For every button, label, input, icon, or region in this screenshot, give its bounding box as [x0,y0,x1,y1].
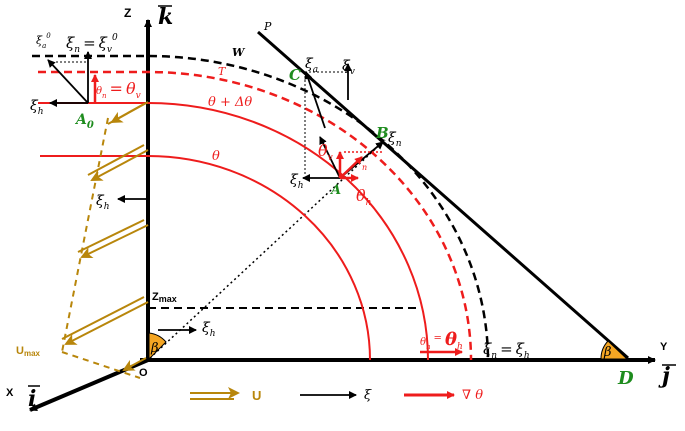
legend-u: U [190,387,261,403]
x-axis-label: X [6,387,14,399]
legend: U ξ ∇ θ [190,387,483,403]
umax-label: Umax [16,345,41,358]
point-c-label: C [289,66,301,84]
xi-h-low-label: ξh [202,320,216,339]
xi-n-eq-xi-h-label: ξn=ξh [483,340,530,361]
point-a-label: A [329,183,341,198]
point-b-label: B [375,124,389,142]
point-a0-label: A0 [74,112,94,131]
beta-origin-label: β [150,341,159,356]
i-vector-label: i [28,386,36,412]
zmax-label: Zmax [152,291,177,304]
legend-u-label: U [252,388,261,403]
legend-xi: ξ [300,388,372,403]
dotted-ob [149,139,386,359]
xi-a-c-label: ξa [305,56,318,75]
theta-n-eq-theta-h-label: θn=θh [420,329,463,352]
xi-v-c-label: ξv [342,58,355,77]
legend-grad-label: ∇ θ [462,388,483,403]
beta-wedge-origin [148,332,167,361]
curve-theta-plus-label: θ + Δθ [208,95,252,110]
point-d-label: D [617,368,634,389]
curve-w [32,54,490,361]
xi-h-a0-label: ξh [30,98,44,117]
vectors-a [302,136,384,182]
origin-label: O [139,367,148,379]
j-vector-label: j [658,363,670,389]
theta-v-a-label: θv [318,141,333,163]
xi-n-b-label: ξn [388,130,402,149]
vectors-a0 [47,51,99,107]
dashed-umax [61,351,141,379]
legend-xi-label: ξ [364,388,372,403]
k-vector-label: k [158,4,173,30]
slope-line [257,30,629,360]
point-p-label: P [263,20,272,33]
curve-t [38,70,473,361]
curve-w-label: W [232,46,246,59]
xi-n-eq-xi-v0-label: ξn=ξv0 [66,33,118,55]
y-axis-label: Y [660,341,668,353]
z-axis-label: Z [124,6,131,20]
xi-h-a-label: ξh [290,172,304,191]
wind-profile-line [61,117,109,353]
xi-a0-sup-label: ξa0 [36,32,51,50]
theta-h-a-label: θh [356,186,371,208]
beta-d-label: β [603,345,612,360]
xi-h-mid-label: ξh [96,193,110,212]
wind-arrows [61,101,149,371]
theta-n-a-label: n [362,163,367,172]
curve-theta-label: θ [212,149,220,164]
legend-grad: ∇ θ [404,388,483,403]
theta-n-eq-theta-v-a0-label: θn=θv [96,79,141,101]
curve-theta [40,155,371,361]
curve-t-label: T [218,65,227,78]
vectors-c [304,63,352,129]
beta-wedge-d [600,340,629,360]
